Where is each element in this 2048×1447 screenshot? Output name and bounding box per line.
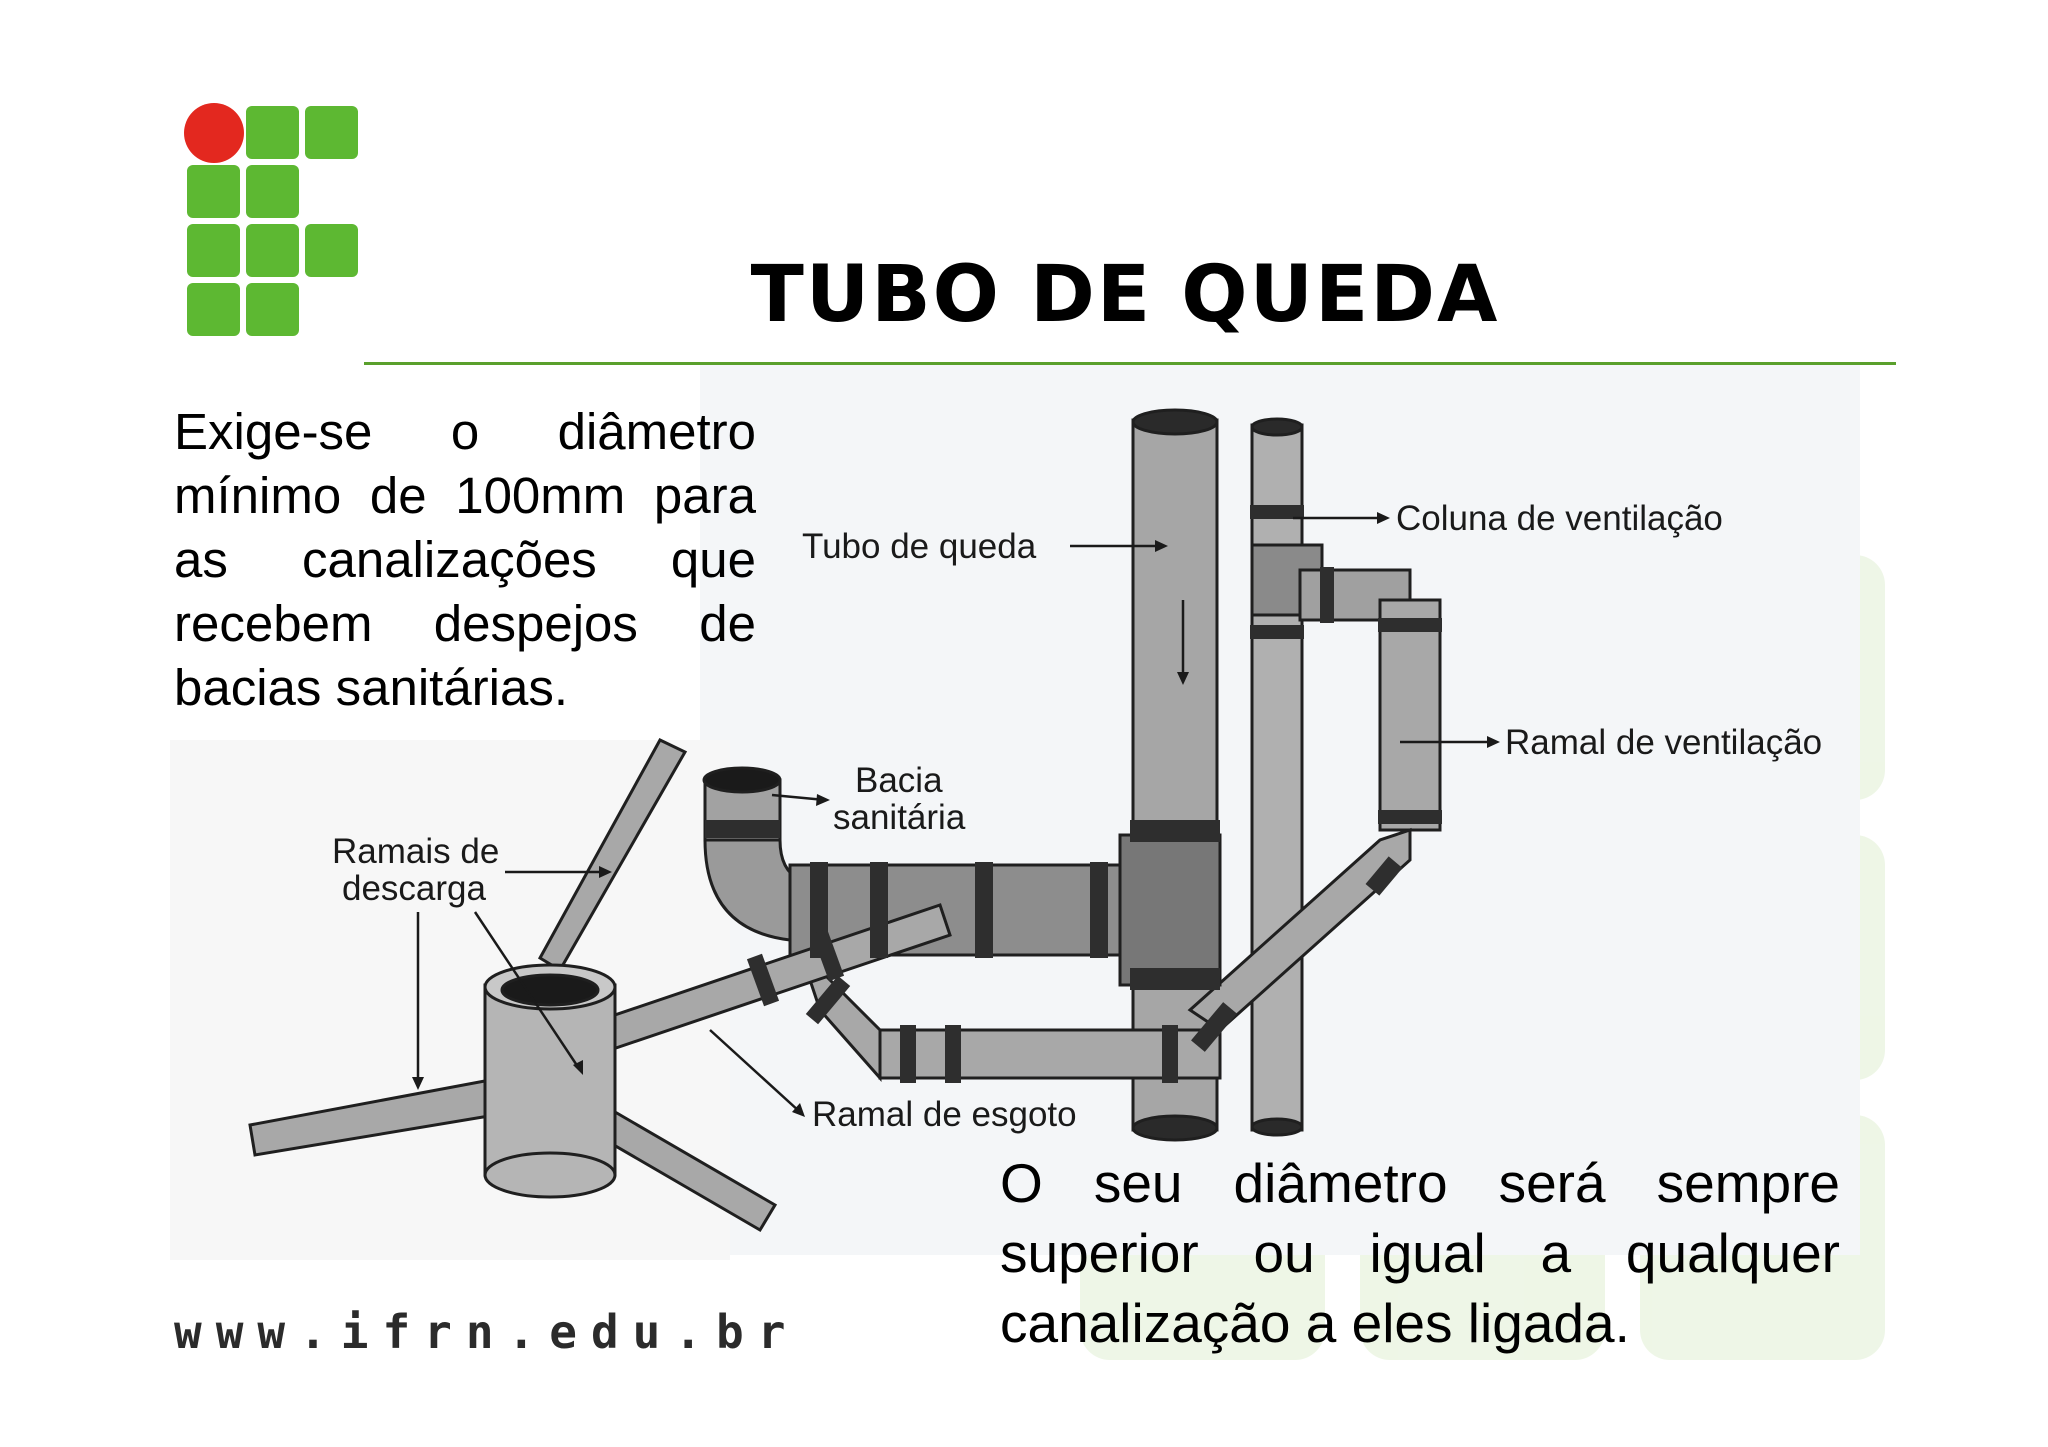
title-divider [364, 362, 1896, 365]
label-ramais-line1: Ramais de [332, 832, 499, 871]
ifrn-logo [184, 103, 358, 336]
label-tubo-de-queda: Tubo de queda [802, 527, 1037, 566]
label-ramal-de-esgoto: Ramal de esgoto [812, 1095, 1077, 1134]
label-ramal-de-ventilacao: Ramal de ventilação [1505, 723, 1822, 762]
label-ramais-line2: descarga [342, 869, 487, 908]
page-title: TUBO DE QUEDA [750, 250, 1500, 340]
left-paragraph: Exige-se o diâmetro mínimo de 100mm para… [174, 403, 756, 716]
label-coluna-de-ventilacao: Coluna de ventilação [1396, 499, 1723, 538]
label-bacia-line1: Bacia [855, 761, 943, 800]
website-url: www.ifrn.edu.br [174, 1305, 800, 1359]
right-paragraph: O seu diâmetro será sempre superior ou i… [1000, 1152, 1840, 1354]
tubo-de-queda-pipe [1131, 418, 1219, 1132]
coluna-ventilacao-pipe [1250, 423, 1304, 1132]
label-bacia-line2: sanitária [833, 798, 966, 837]
